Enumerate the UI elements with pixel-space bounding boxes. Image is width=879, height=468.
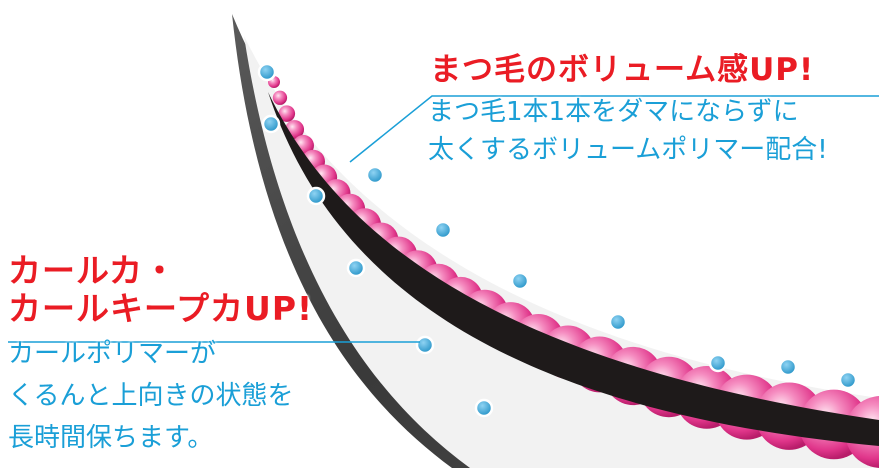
volume-heading: まつ毛のボリューム感UP! [430, 52, 815, 89]
volume-leader-line [349, 95, 879, 163]
curl-heading-line2: カールキープカUP! [7, 289, 314, 328]
volume-description-line2: 太くするボリュームポリマー配合! [428, 135, 828, 165]
volume-callout: まつ毛のボリューム感UP! まつ毛1本1本をダマにならずに 太くするボリュームポ… [428, 50, 828, 166]
curl-description-line1: カールポリマーが [8, 339, 217, 369]
curl-callout: カールカ・ カールキープカUP! カールポリマーが くるんと上向きの状態を 長時… [7, 251, 314, 454]
curl-description-line2: くるんと上向きの状態を [8, 381, 294, 411]
polymer-dot [708, 353, 728, 373]
polymer-dot [257, 62, 277, 82]
polymer-dot [261, 114, 281, 134]
polymer-dot [778, 357, 798, 377]
polymer-dot [474, 398, 494, 418]
polymer-dot [415, 335, 435, 355]
polymer-dot [365, 165, 385, 185]
lash-core [268, 92, 879, 446]
polymer-bead [272, 90, 288, 105]
lash-inner-coating [244, 36, 879, 468]
polymer-dot [608, 312, 628, 332]
curl-heading-line1: カールカ・ [7, 251, 178, 290]
polymer-dot [433, 220, 453, 240]
polymer-dot [306, 186, 326, 206]
polymer-dot [346, 258, 366, 278]
volume-description-line1: まつ毛1本1本をダマにならずに [428, 97, 799, 127]
curl-description-line3: 長時間保ちます。 [8, 423, 214, 453]
polymer-dot [510, 271, 530, 291]
curl-polymer-dots [257, 62, 858, 418]
polymer-dot [838, 370, 858, 390]
polymer-bead [278, 105, 296, 122]
